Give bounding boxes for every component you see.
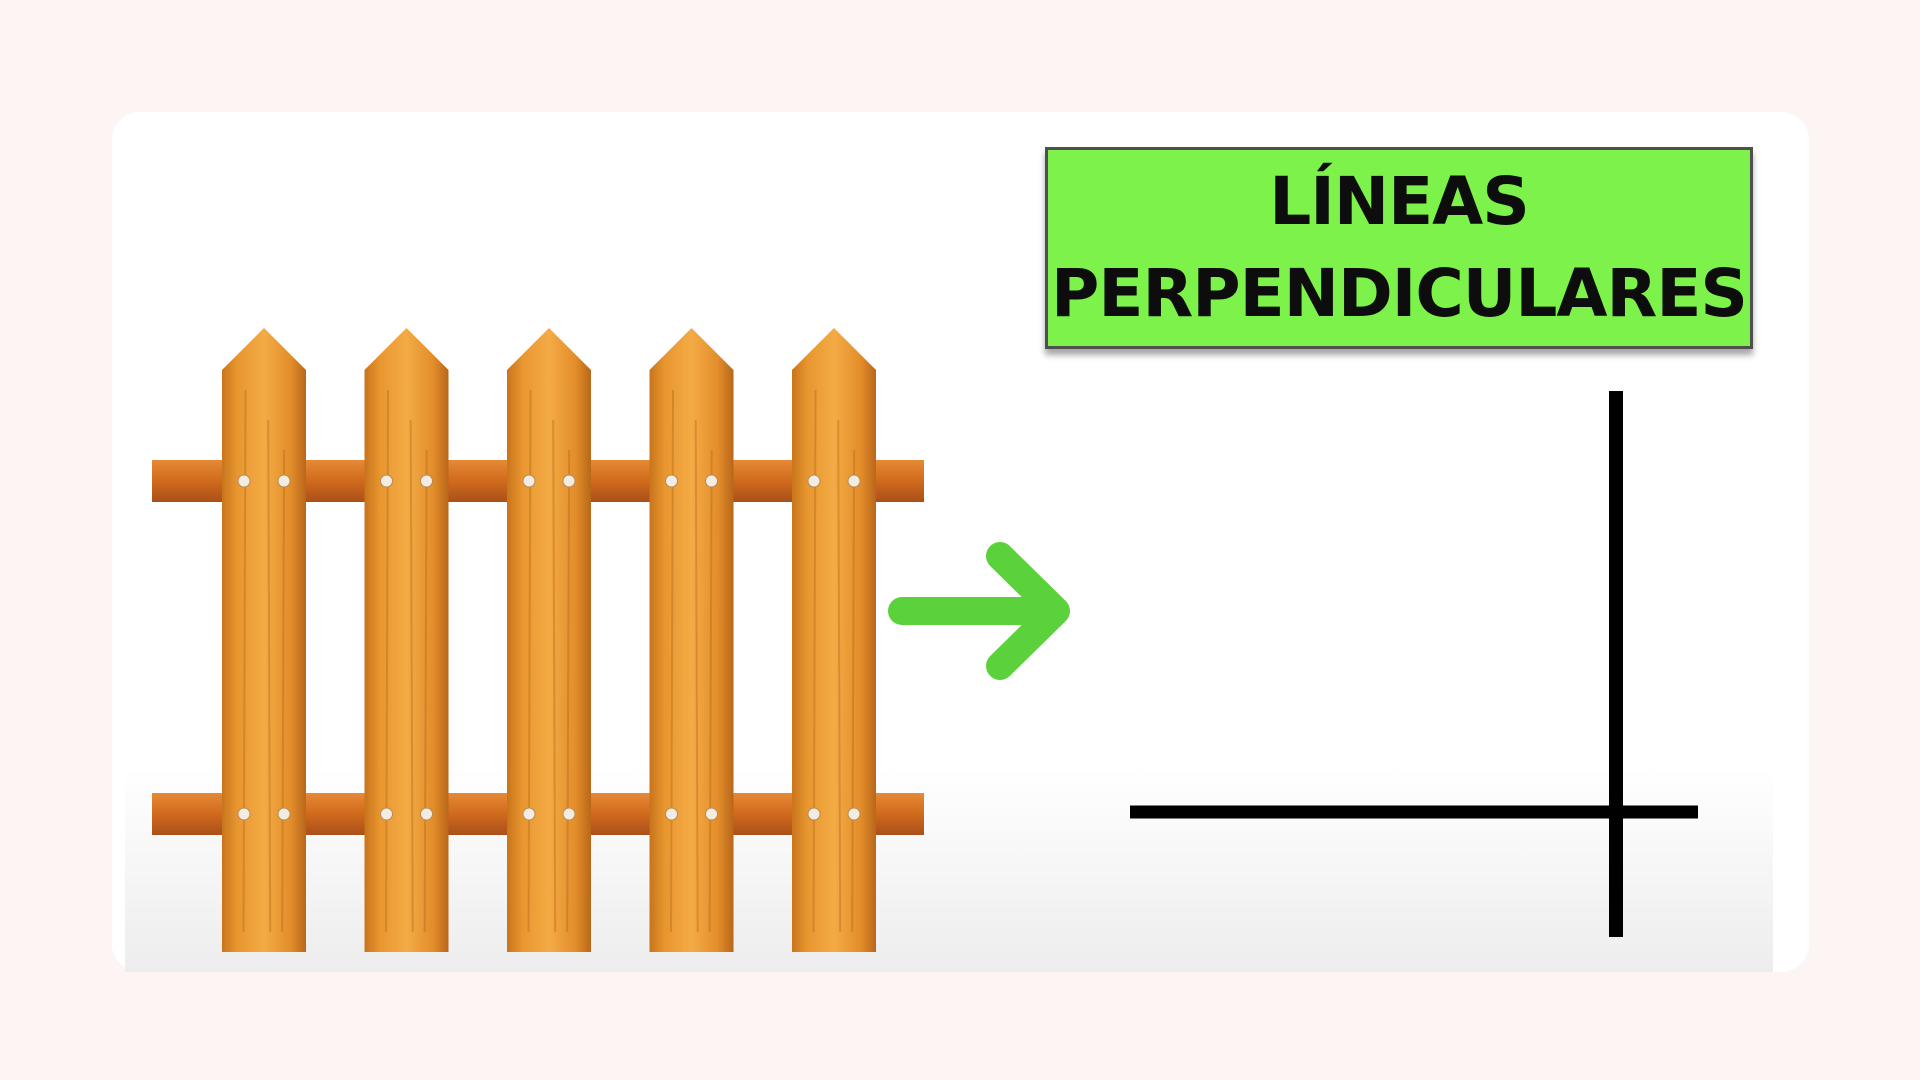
nail-icon [807, 474, 821, 488]
nail-icon [562, 807, 576, 821]
nail-icon [847, 474, 861, 488]
arrow-right-icon [888, 542, 1070, 680]
nail-icon [380, 474, 393, 488]
title-line-1: LÍNEAS [1269, 163, 1530, 240]
nail-icon [380, 807, 393, 821]
nail-icon [665, 474, 678, 488]
nail-icon [522, 474, 536, 488]
fence-picket [649, 328, 734, 952]
fence-picket [364, 328, 449, 952]
nail-icon [665, 807, 678, 821]
fence-picket [507, 328, 591, 952]
nail-icon [847, 807, 861, 821]
fence-picket [222, 328, 306, 952]
fence-picket [792, 328, 876, 952]
nail-icon [562, 474, 576, 488]
nail-icon [807, 807, 821, 821]
perpendicular-lines-diagram [1130, 391, 1698, 937]
nail-icon [522, 807, 536, 821]
title-line-2: PERPENDICULARES [1051, 255, 1748, 332]
title-banner: LÍNEAS PERPENDICULARES [1045, 147, 1753, 349]
nail-icon [277, 807, 291, 821]
nail-icon [237, 474, 251, 488]
fence-illustration [152, 328, 924, 952]
nail-icon [705, 474, 718, 488]
nail-icon [277, 474, 291, 488]
nail-icon [420, 807, 433, 821]
nail-icon [237, 807, 251, 821]
nail-icon [705, 807, 718, 821]
nail-icon [420, 474, 433, 488]
